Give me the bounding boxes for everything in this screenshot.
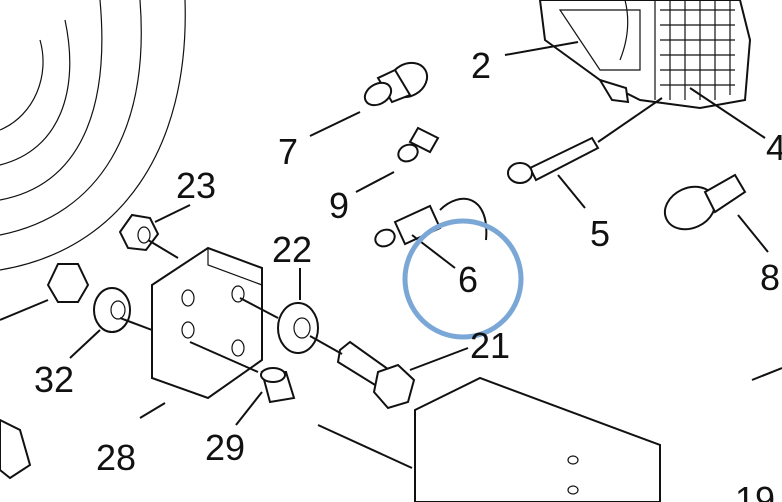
bushing-29 [260,367,296,404]
bulb-7 [363,61,429,107]
callout-32: 32 [34,359,74,400]
nut-left [46,263,90,303]
callout-21: 21 [470,325,510,366]
mounting-box [414,376,661,502]
callout-23: 23 [176,165,216,206]
callout-8: 8 [760,257,780,298]
callout-19: 19 [735,479,775,502]
highlight-circle [402,218,524,340]
bulb-holder-6 [374,197,488,248]
washer-32 [93,287,131,333]
washer-22 [277,302,319,354]
callout-6: 6 [458,259,478,300]
bulb-9 [397,126,440,163]
bracket-left [0,418,32,480]
alignment-lines [0,97,782,469]
callout-4: 4 [766,127,782,168]
callout-9: 9 [329,185,349,226]
bulb-8 [663,173,747,231]
callout-7: 7 [278,131,298,172]
callout-29: 29 [205,427,245,468]
leader-lines [69,41,769,426]
nut-23 [118,213,160,252]
headlamp-housing [538,0,752,110]
callout-28: 28 [96,437,136,478]
bolt-5 [507,136,600,184]
bolt-21 [336,340,416,410]
callout-5: 5 [590,213,610,254]
callout-2: 2 [471,45,491,86]
callout-22: 22 [272,229,312,270]
disc-arcs [0,0,186,271]
plate-28 [151,246,263,400]
